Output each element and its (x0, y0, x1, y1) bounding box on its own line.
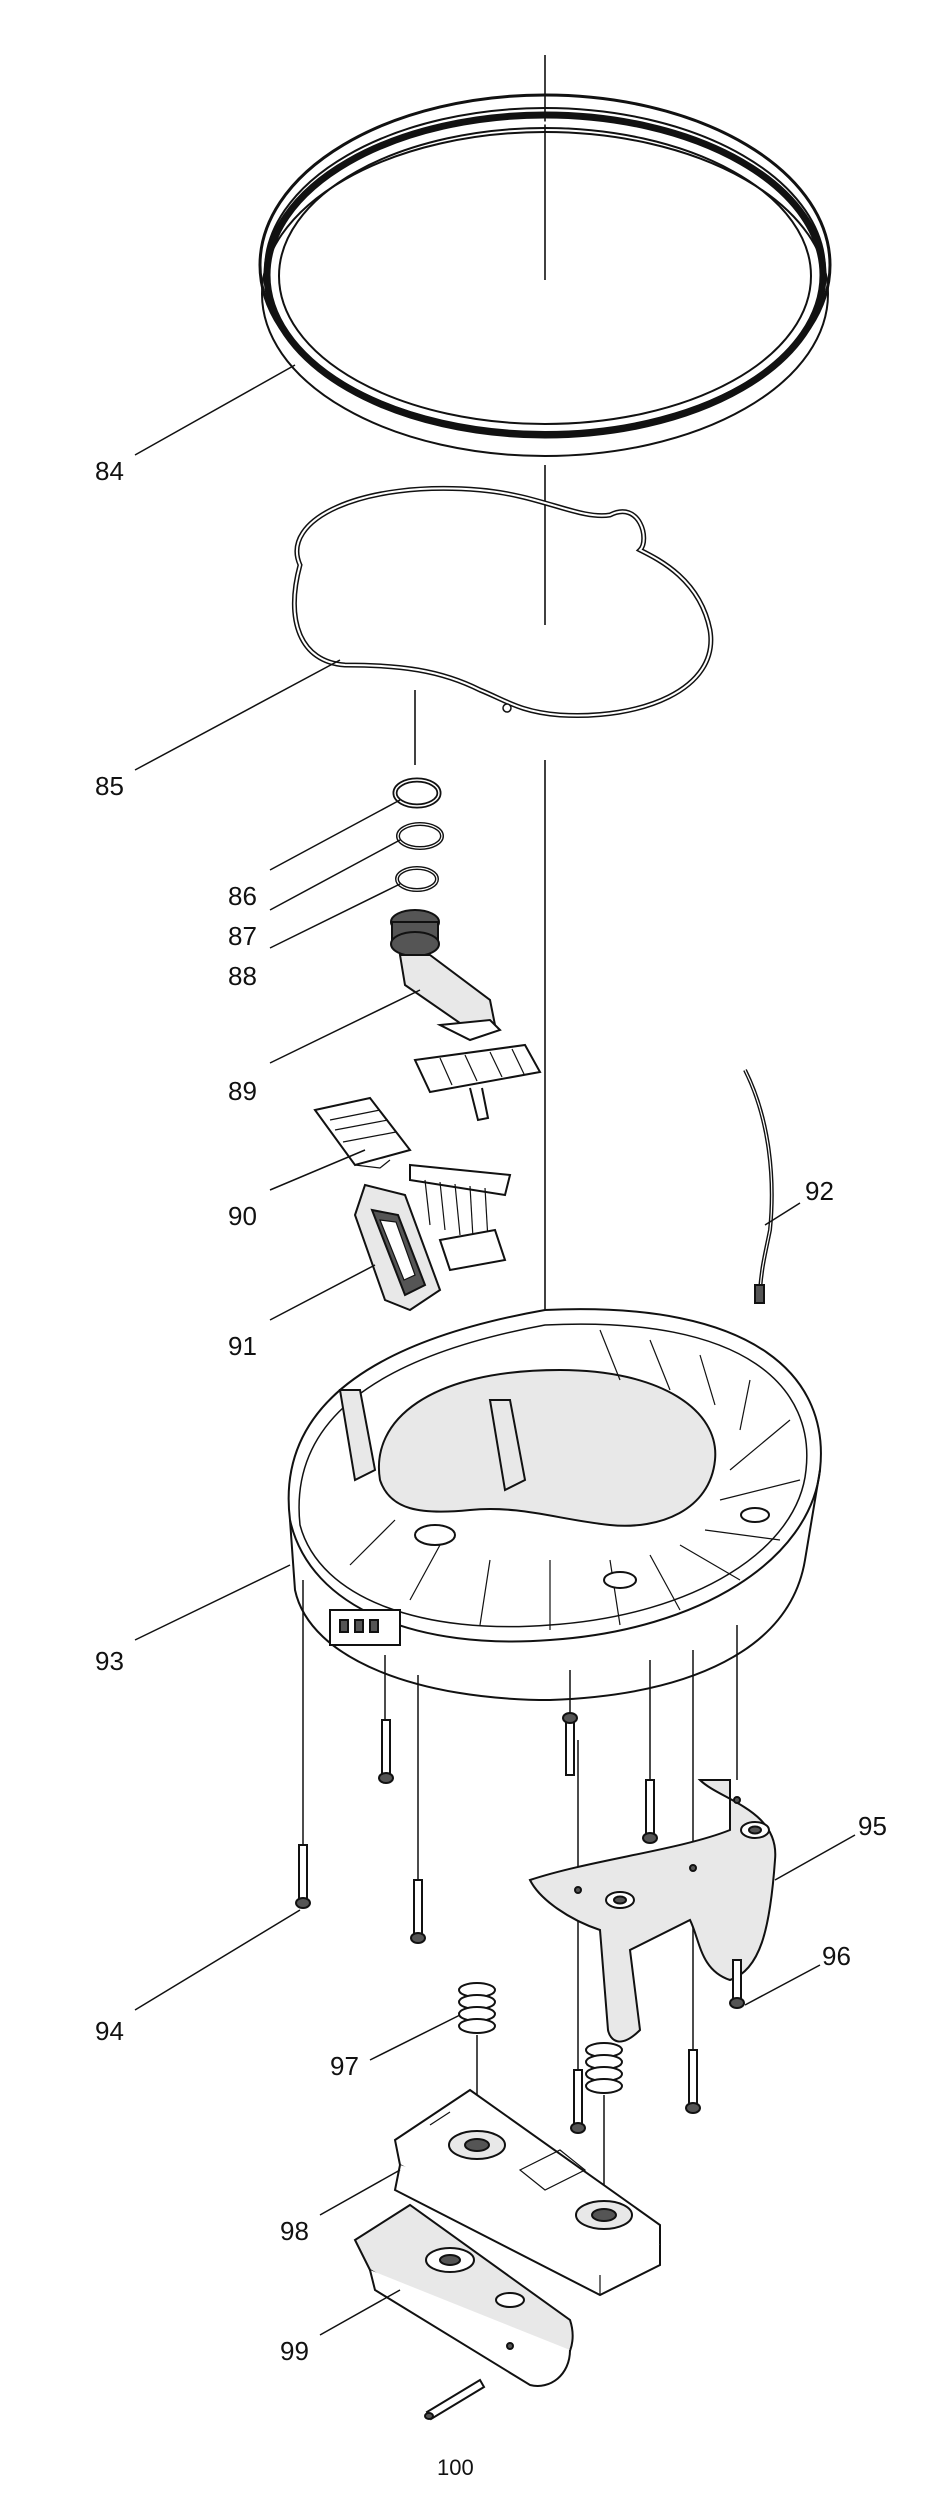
part-86-ring (392, 777, 442, 809)
screw (685, 2049, 701, 2114)
screw (570, 2069, 586, 2134)
part-99-cover (353, 2203, 574, 2387)
leader-94 (134, 1909, 301, 2011)
label-86: 86 (228, 881, 257, 911)
label-99: 99 (280, 2336, 309, 2366)
label-94: 94 (95, 2016, 124, 2046)
leader-84 (134, 364, 296, 456)
label-91: 91 (228, 1331, 257, 1361)
label-98: 98 (280, 2216, 309, 2246)
leader-99 (319, 2289, 401, 2336)
label-84: 84 (95, 456, 124, 486)
leader-91 (269, 1264, 376, 1321)
part-84-ring (258, 93, 832, 457)
label-93: 93 (95, 1646, 124, 1676)
part-91-latch (353, 1183, 442, 1312)
part-90-blade-rack (409, 1163, 512, 1272)
label-97: 97 (330, 2051, 359, 2081)
leader-85 (134, 659, 341, 771)
part-95-deflector (528, 1779, 777, 2043)
screw (642, 1779, 658, 1844)
part-85-gasket (291, 485, 714, 719)
screw (562, 1712, 578, 1776)
part-87-ring (396, 822, 444, 850)
spring (458, 1982, 496, 2034)
leader-87 (269, 839, 401, 911)
leader-97 (369, 2014, 461, 2061)
leader-98 (319, 2169, 401, 2216)
leader-95 (774, 1834, 856, 1881)
part-100-pin (424, 2378, 486, 2421)
label-96: 96 (822, 1941, 851, 1971)
part-97-springs (458, 1982, 623, 2200)
label-89: 89 (228, 1076, 257, 1106)
screw (378, 1719, 394, 1784)
screw (410, 1879, 426, 1944)
leader-88 (269, 883, 401, 949)
leader-93 (134, 1564, 291, 1641)
part-88-ring (395, 866, 439, 892)
label-95: 95 (858, 1811, 887, 1841)
part-98-tray (393, 2088, 661, 2297)
leader-90 (269, 1149, 366, 1191)
part-90-grille (313, 1043, 542, 1169)
label-100: 100 (437, 2455, 474, 2480)
leader-92 (764, 1202, 801, 1226)
part-96-screw (729, 1959, 745, 2009)
spring (585, 2042, 623, 2094)
part-89-elbow (390, 909, 502, 1042)
label-85: 85 (95, 771, 124, 801)
screw (295, 1844, 311, 1909)
label-88: 88 (228, 961, 257, 991)
leader-86 (269, 799, 401, 871)
part-93-housing (287, 1308, 822, 1702)
label-87: 87 (228, 921, 257, 951)
part-94-screws (295, 1712, 701, 2134)
part-92-cable (743, 1069, 774, 1304)
label-90: 90 (228, 1201, 257, 1231)
leader-96 (744, 1964, 821, 2006)
screw-axes (302, 1580, 738, 2100)
label-92: 92 (805, 1176, 834, 1206)
leader-89 (269, 989, 421, 1064)
